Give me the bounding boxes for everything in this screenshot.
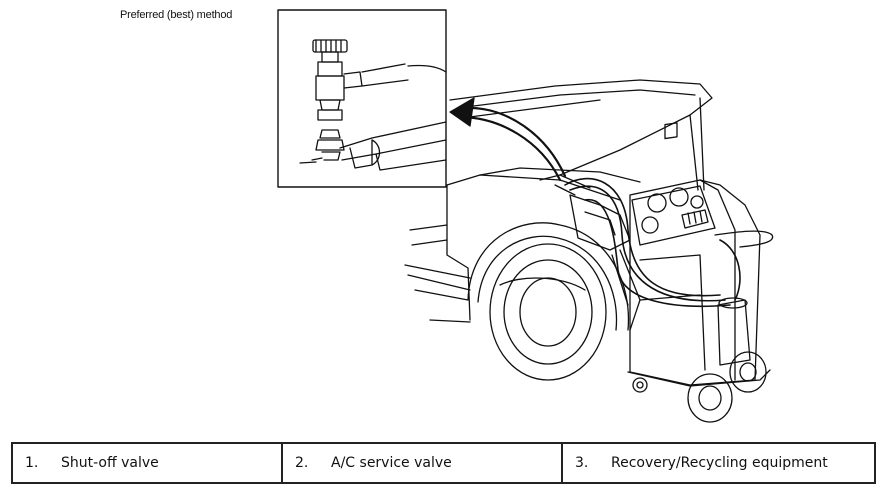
legend-number: 2. [295, 455, 309, 471]
legend-table: 1. Shut-off valve 2. A/C service valve 3. R… [11, 442, 876, 484]
legend-label: Recovery/Recycling equipment [611, 455, 828, 471]
legend-row: 1. Shut-off valve 2. A/C service valve 3. R… [11, 442, 876, 484]
legend-label: A/C service valve [331, 455, 452, 471]
legend-number: 1. [25, 455, 39, 471]
inset-caption: Preferred (best) method [120, 9, 233, 21]
legend-item-shutoff-valve: 1. Shut-off valve [11, 442, 283, 484]
pointer-arrow [449, 97, 567, 182]
service-hoses [564, 177, 741, 308]
ac-recovery-diagram [277, 9, 774, 423]
legend-number: 3. [575, 455, 589, 471]
legend-label: Shut-off valve [61, 455, 159, 471]
recovery-recycling-machine [627, 122, 774, 423]
legend-item-recovery-equipment: 3. Recovery/Recycling equipment [561, 442, 876, 484]
legend-item-ac-service-valve: 2. A/C service valve [281, 442, 563, 484]
inset-detail [277, 9, 447, 188]
